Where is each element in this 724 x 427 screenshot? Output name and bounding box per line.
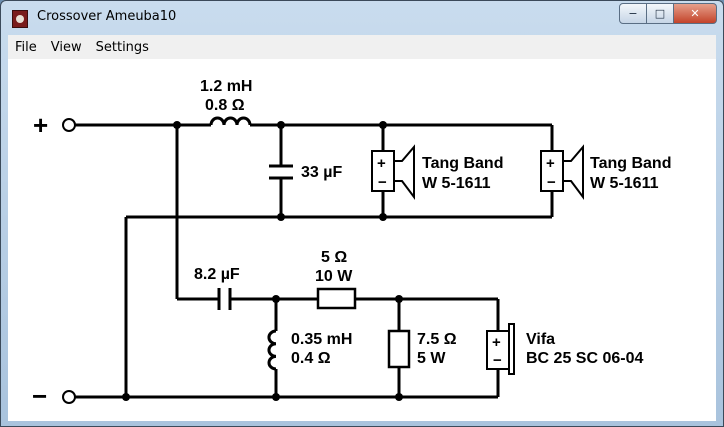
resistor-r2-icon[interactable] [387,329,411,369]
minus-terminal-icon[interactable] [62,390,76,404]
inductor-l1-icon[interactable] [209,116,252,126]
c1-label: 33 µF [301,164,342,181]
maximize-button[interactable]: □ [647,3,674,24]
minimize-button[interactable]: − [619,3,647,24]
driver3-label-2: BC 25 SC 06-04 [526,350,643,367]
plus-terminal-icon[interactable] [62,118,76,132]
menu-file[interactable]: File [15,39,37,55]
menu-settings[interactable]: Settings [95,39,149,55]
minus-label: − [32,381,47,411]
r2-label-2: 5 W [417,350,446,367]
menu-bar: File View Settings [8,35,716,60]
svg-text:+: + [546,155,555,172]
c2-label: 8.2 µF [194,266,240,283]
inductor-l2-icon[interactable] [267,329,277,371]
r1-label-2: 10 W [315,268,353,285]
driver1-label-1: Tang Band [422,155,503,172]
plus-label: + [33,110,48,140]
l2-label-2: 0.4 Ω [291,350,331,367]
svg-text:−: − [493,352,502,369]
driver1-label-2: W 5-1611 [422,175,491,192]
menu-view[interactable]: View [50,39,82,55]
svg-text:+: + [492,334,501,351]
r2-label-1: 7.5 Ω [417,331,457,348]
window-title: Crossover Ameuba10 [37,9,177,24]
schematic-canvas[interactable]: + − 1.2 mH 0.8 Ω 33 µF [8,59,716,421]
speaker-app-icon [12,10,28,28]
l1-label-2: 0.8 Ω [205,97,245,114]
capacitor-c1-icon[interactable] [269,164,293,180]
tweeter-driver-icon[interactable] [486,323,515,375]
driver3-label-1: Vifa [526,331,555,348]
resistor-r1-icon[interactable] [316,287,357,310]
junction-dots [122,121,403,401]
title-bar[interactable]: Crossover Ameuba10 − □ ✕ [1,1,723,33]
woofer-driver-1-icon[interactable] [371,144,415,200]
woofer-driver-2-icon[interactable] [540,144,584,200]
l2-label-1: 0.35 mH [291,331,352,348]
driver2-label-2: W 5-1611 [590,175,659,192]
l1-label-1: 1.2 mH [200,78,252,95]
svg-text:−: − [378,174,387,191]
capacitor-c2-icon[interactable] [217,288,232,310]
svg-text:−: − [547,174,556,191]
crossover-schematic: + − 1.2 mH 0.8 Ω 33 µF [32,78,671,411]
close-button[interactable]: ✕ [674,3,717,24]
r1-label-1: 5 Ω [321,249,347,266]
driver2-label-1: Tang Band [590,155,671,172]
svg-text:+: + [377,155,386,172]
